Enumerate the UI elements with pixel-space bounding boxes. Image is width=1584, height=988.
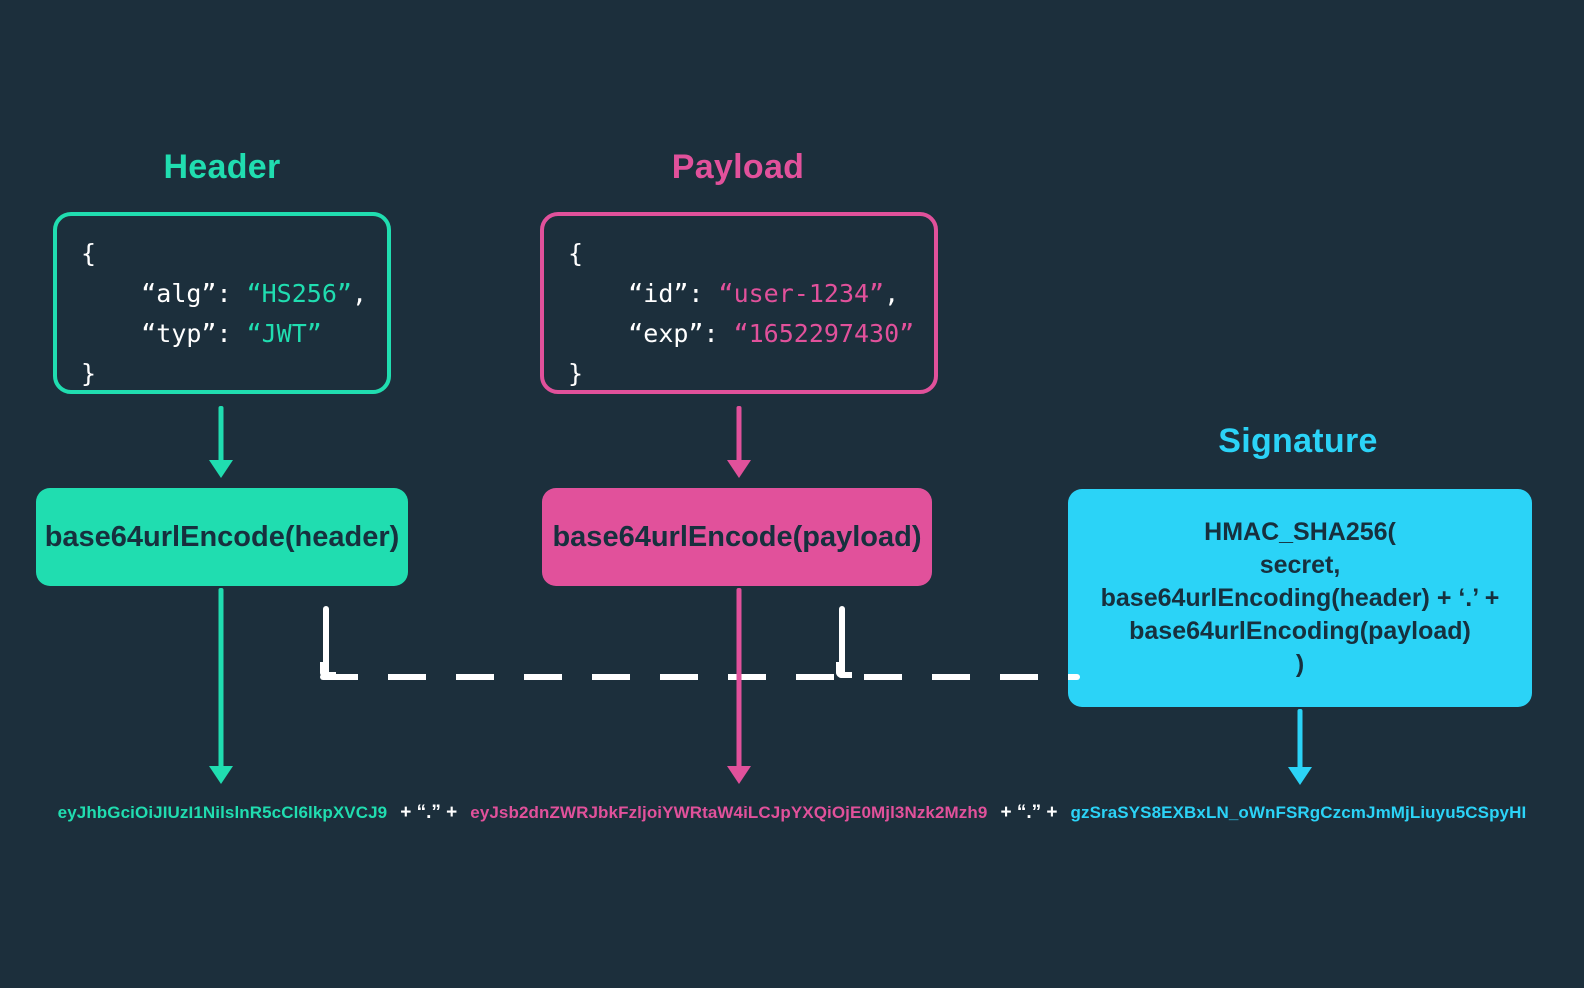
header-json-value-typ: “JWT” xyxy=(246,319,322,348)
arrow-shaft xyxy=(736,406,742,462)
signature-hmac-box: HMAC_SHA256( secret, base64urlEncoding(h… xyxy=(1068,489,1532,707)
token-joiner-2: + “.” + xyxy=(1000,802,1058,823)
connector-corner-right xyxy=(836,662,852,678)
header-json-key-alg: “alg”: xyxy=(141,279,247,308)
signature-to-token-arrow-icon xyxy=(1287,709,1313,785)
payload-json-value-exp: “1652297430” xyxy=(733,319,915,348)
header-to-token-arrow-icon xyxy=(208,588,234,784)
payload-json-key-id: “id”: xyxy=(628,279,719,308)
token-joiner-1: + “.” + xyxy=(400,802,458,823)
payload-column-title: Payload xyxy=(671,148,805,186)
header-json-value-alg: “HS256” xyxy=(246,279,352,308)
arrow-head xyxy=(727,766,751,784)
arrow-shaft xyxy=(1297,709,1303,769)
payload-to-encode-arrow-icon xyxy=(726,406,752,478)
connector-riser-left xyxy=(323,606,329,678)
connector-riser-right xyxy=(839,606,845,678)
arrow-head xyxy=(209,460,233,478)
payload-json-open-brace: { xyxy=(568,239,584,268)
header-token: eyJhbGciOiJIUzI1NilslnR5cCl6lkpXVCJ9 xyxy=(57,803,388,822)
payload-encode-box: base64urlEncode(payload) xyxy=(542,488,932,586)
payload-json-comma-1: , xyxy=(884,279,900,308)
payload-json-key-exp: “exp”: xyxy=(628,319,734,348)
header-json-key-typ: “typ”: xyxy=(141,319,247,348)
header-to-encode-arrow-icon xyxy=(208,406,234,478)
signature-column-title: Signature xyxy=(1218,422,1378,460)
arrow-shaft xyxy=(736,588,742,768)
signature-token: gzSraSYS8EXBxLN_oWnFSRgCzcmJmMjLiuyu5CSp… xyxy=(1070,803,1527,822)
connector-dashed-line xyxy=(320,674,1080,680)
arrow-shaft xyxy=(218,588,224,768)
arrow-head xyxy=(727,460,751,478)
payload-json-value-id: “user-1234” xyxy=(718,279,885,308)
payload-json-close-brace: } xyxy=(568,359,584,388)
arrow-head xyxy=(209,766,233,784)
payload-to-token-arrow-icon xyxy=(726,588,752,784)
payload-token: eyJsb2dnZWRJbkFzljoiYWRtaW4iLCJpYXQiOjE0… xyxy=(470,803,988,822)
header-json-open-brace: { xyxy=(81,239,97,268)
header-encode-box: base64urlEncode(header) xyxy=(36,488,408,586)
jwt-token-row: eyJhbGciOiJIUzI1NilslnR5cCl6lkpXVCJ9 + “… xyxy=(0,802,1584,824)
header-json-comma-1: , xyxy=(351,279,367,308)
payload-json-box: { “id”: “user-1234”, “exp”: “1652297430”… xyxy=(540,212,938,394)
arrow-head xyxy=(1288,767,1312,785)
header-column-title: Header xyxy=(163,148,281,186)
signature-expression: HMAC_SHA256( secret, base64urlEncoding(h… xyxy=(1100,517,1500,678)
arrow-shaft xyxy=(218,406,224,462)
header-json-box: { “alg”: “HS256”, “typ”: “JWT” } xyxy=(53,212,391,394)
header-json-close-brace: } xyxy=(81,359,97,388)
